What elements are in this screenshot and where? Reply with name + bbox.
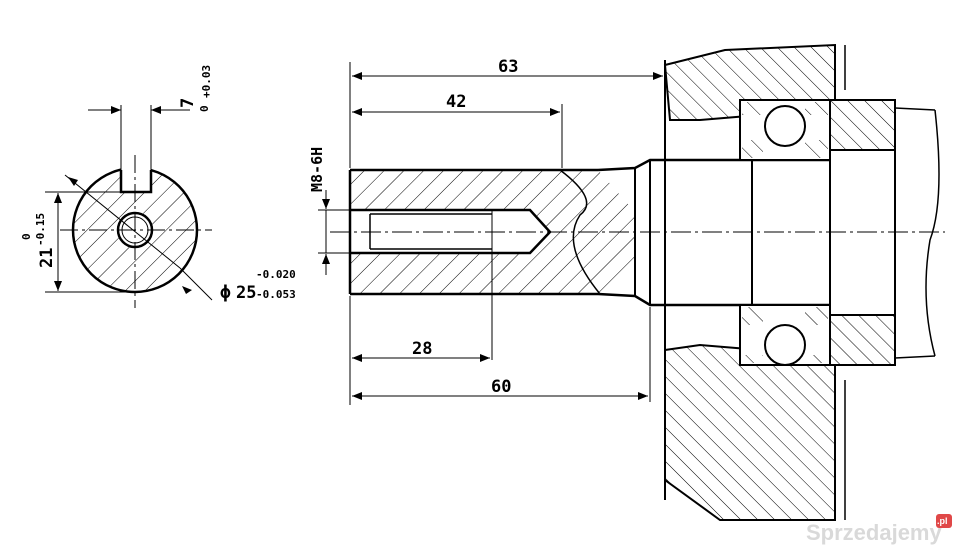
key-width-upper-tol: +0.03: [200, 65, 213, 98]
watermark: Sprzedajemy .pl: [806, 514, 952, 545]
key-width-lower-tol: 0: [198, 105, 211, 112]
flat-depth-lower-tol: -0.15: [34, 213, 47, 246]
flat-depth-upper-tol: 0: [20, 233, 33, 240]
diameter-lower-tol: -0.053: [256, 288, 296, 301]
shaft-side-view: 63 42 28 60 M8-6H: [308, 43, 945, 521]
shaft-cross-section: 7 +0.03 0 21 0 -0.15 ϕ 25 -0.020 -0.053: [20, 65, 296, 308]
watermark-brand: Sprzedajemy: [806, 520, 942, 545]
dimension-63-label: 63: [498, 57, 518, 77]
diameter-symbol: ϕ: [220, 282, 231, 303]
watermark-suffix: .pl: [937, 516, 948, 526]
dimension-60-label: 60: [491, 377, 511, 397]
diameter-label: 25: [236, 283, 256, 303]
watermark-badge: [936, 514, 952, 528]
dimension-28-label: 28: [412, 339, 432, 359]
thread-label: M8-6H: [308, 147, 326, 192]
dimension-42-label: 42: [446, 92, 466, 112]
key-width-label: 7: [178, 98, 198, 108]
flat-depth-label: 21: [37, 248, 57, 268]
diameter-upper-tol: -0.020: [256, 268, 296, 281]
